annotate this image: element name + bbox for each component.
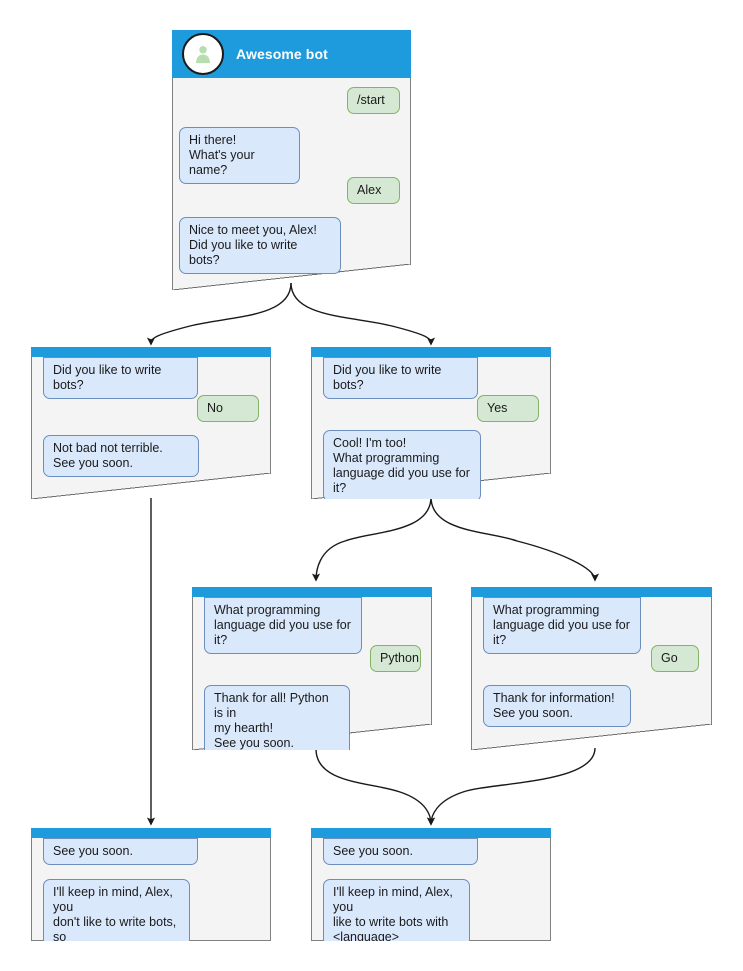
- node-root-title: Awesome bot: [236, 46, 328, 62]
- edge-root-to-no: [146, 282, 292, 346]
- node-end-sad[interactable]: See you soon. I'll keep in mind, Alex, y…: [31, 828, 271, 941]
- message-bubble-bot[interactable]: What programming language did you use fo…: [204, 597, 362, 654]
- person-avatar-icon: [182, 33, 224, 75]
- edge-root-to-yes: [290, 282, 436, 346]
- node-go-branch[interactable]: What programming language did you use fo…: [471, 587, 712, 750]
- message-bubble-bot[interactable]: Thank for all! Python is in my hearth! S…: [204, 685, 350, 750]
- message-bubble-bot[interactable]: Not bad not terrible. See you soon.: [43, 435, 199, 477]
- message-bubble-bot[interactable]: Did you like to write bots?: [43, 357, 198, 399]
- node-python-branch-header: [192, 587, 432, 597]
- node-root-header: Awesome bot: [172, 30, 411, 78]
- message-bubble-bot[interactable]: I'll keep in mind, Alex, you don't like …: [43, 879, 190, 941]
- message-bubble-bot[interactable]: Hi there! What's your name?: [179, 127, 300, 184]
- message-bubble-bot[interactable]: What programming language did you use fo…: [483, 597, 641, 654]
- node-go-branch-body: What programming language did you use fo…: [471, 597, 712, 750]
- message-bubble-bot[interactable]: I'll keep in mind, Alex, you like to wri…: [323, 879, 470, 941]
- message-bubble-bot[interactable]: Nice to meet you, Alex! Did you like to …: [179, 217, 341, 274]
- message-bubble-bot[interactable]: Thank for information! See you soon.: [483, 685, 631, 727]
- node-python-branch-body: What programming language did you use fo…: [192, 597, 432, 750]
- node-python-branch[interactable]: What programming language did you use fo…: [192, 587, 432, 750]
- message-bubble-user[interactable]: /start: [347, 87, 400, 114]
- message-bubble-user[interactable]: Yes: [477, 395, 539, 422]
- message-bubble-bot[interactable]: See you soon.: [43, 838, 198, 865]
- node-end-happy-body: See you soon. I'll keep in mind, Alex, y…: [311, 838, 551, 941]
- message-bubble-user[interactable]: No: [197, 395, 259, 422]
- node-no-branch[interactable]: Did you like to write bots? No Not bad n…: [31, 347, 271, 499]
- message-bubble-bot[interactable]: See you soon.: [323, 838, 478, 865]
- node-no-branch-body: Did you like to write bots? No Not bad n…: [31, 357, 271, 499]
- message-bubble-bot[interactable]: Cool! I'm too! What programming language…: [323, 430, 481, 499]
- node-root[interactable]: Awesome bot /start Hi there! What's your…: [172, 30, 411, 290]
- message-bubble-user[interactable]: Alex: [347, 177, 400, 204]
- node-root-body: /start Hi there! What's your name? Alex …: [172, 78, 411, 290]
- node-go-branch-header: [471, 587, 712, 597]
- node-end-sad-body: See you soon. I'll keep in mind, Alex, y…: [31, 838, 271, 941]
- node-end-happy[interactable]: See you soon. I'll keep in mind, Alex, y…: [311, 828, 551, 941]
- node-end-happy-header: [311, 828, 551, 838]
- edge-yes-to-python: [311, 496, 432, 582]
- message-bubble-user[interactable]: Python: [370, 645, 421, 672]
- node-yes-branch[interactable]: Did you like to write bots? Yes Cool! I'…: [311, 347, 551, 499]
- edge-python-to-end-happy: [315, 748, 436, 826]
- node-end-sad-header: [31, 828, 271, 838]
- node-no-branch-header: [31, 347, 271, 357]
- edge-go-to-end-happy: [426, 747, 596, 826]
- edge-yes-to-go: [430, 496, 600, 582]
- node-yes-branch-body: Did you like to write bots? Yes Cool! I'…: [311, 357, 551, 499]
- message-bubble-user[interactable]: Go: [651, 645, 699, 672]
- node-yes-branch-header: [311, 347, 551, 357]
- message-bubble-bot[interactable]: Did you like to write bots?: [323, 357, 478, 399]
